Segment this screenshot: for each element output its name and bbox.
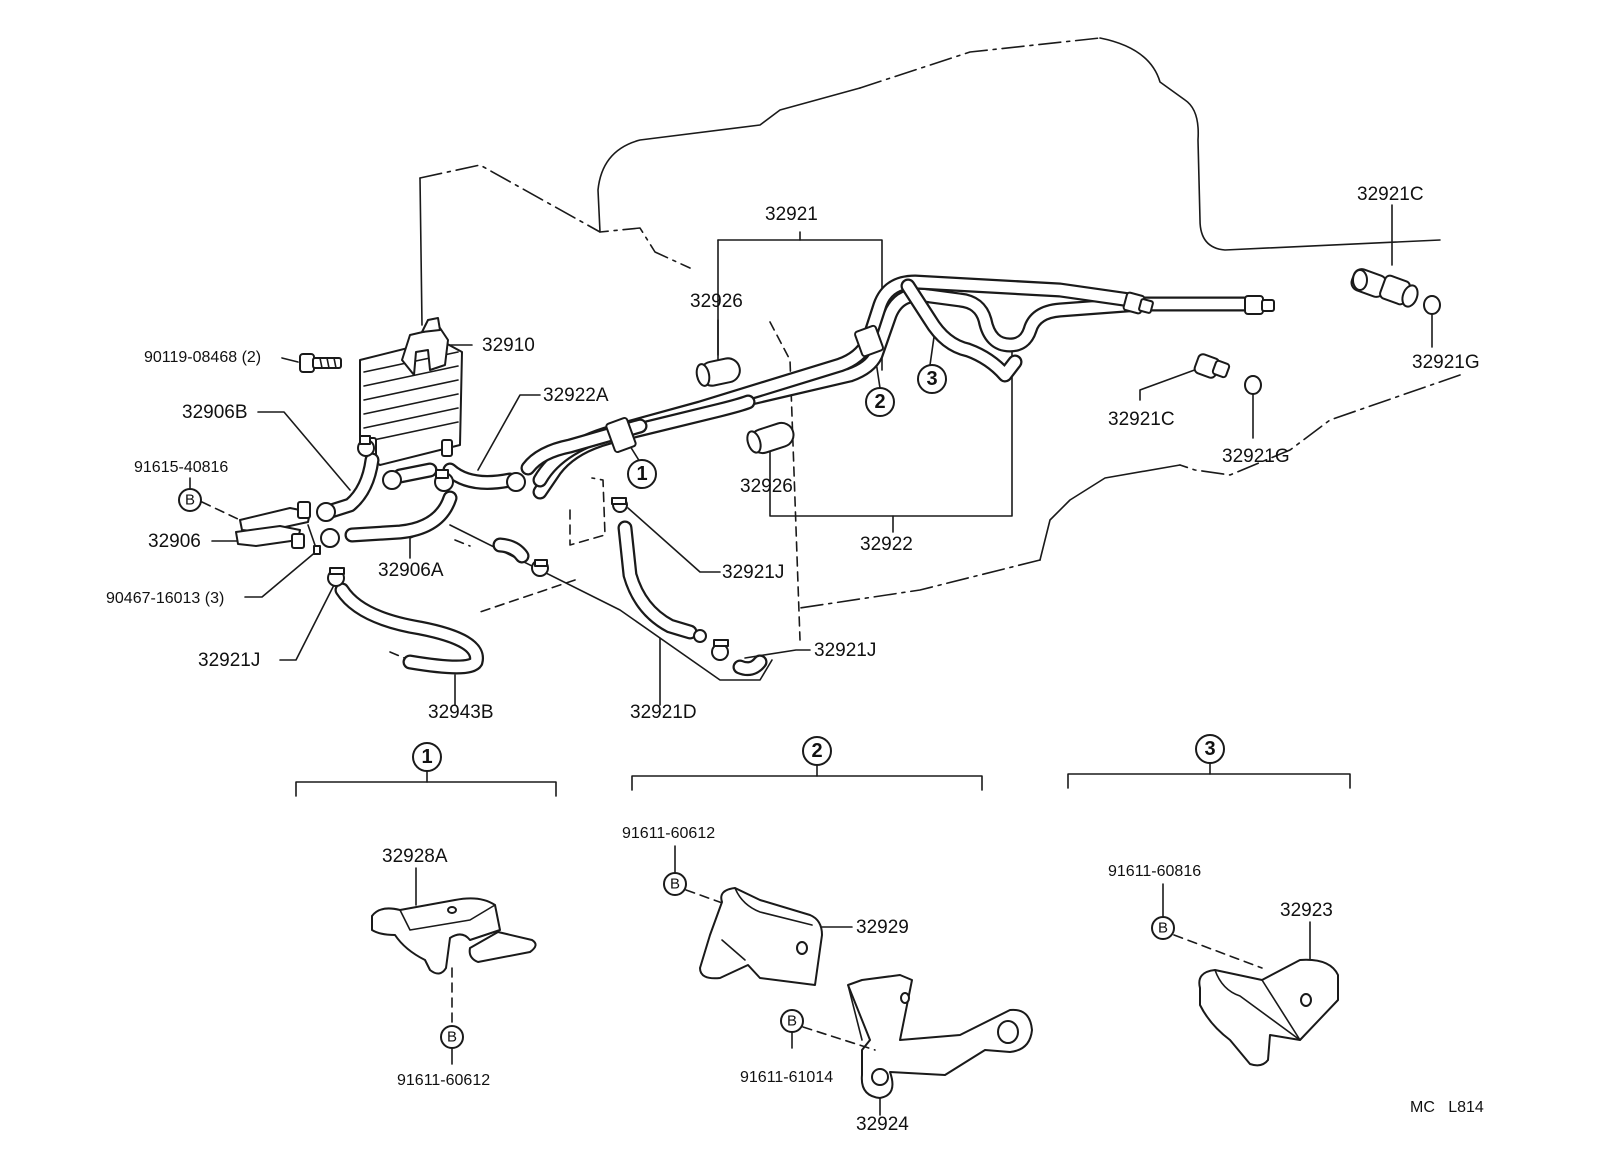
label-32921c-mid: 32921C bbox=[1108, 409, 1175, 430]
detail-2-bracket-label: 32924 bbox=[856, 1114, 909, 1135]
detail-3-bolt-label: 91611-60816 bbox=[1108, 863, 1201, 880]
label-32922: 32922 bbox=[860, 534, 913, 555]
label-32921g-mid: 32921G bbox=[1222, 446, 1290, 467]
callout-1: 1 bbox=[636, 463, 647, 485]
detail-2-id: 2 bbox=[811, 740, 822, 762]
bolt-marker-main: B bbox=[178, 488, 202, 512]
oil-cooler bbox=[299, 317, 463, 466]
detail-3: 3 91611-60816 B 32923 bbox=[1067, 734, 1351, 1067]
cooler-tubes bbox=[520, 274, 1275, 500]
label-32943b: 32943B bbox=[428, 702, 494, 723]
detail-2: 2 91611-60612 B 32929 32924 B 91611-6101… bbox=[622, 736, 1033, 1135]
label-32921c-top: 32921C bbox=[1357, 184, 1424, 205]
detail-2-bolt-top-label: 91611-60612 bbox=[622, 825, 715, 842]
detail-2-bolt-low-label: 91611-61014 bbox=[740, 1069, 833, 1086]
bolt-marker-label: B bbox=[185, 492, 195, 509]
label-32906b: 32906B bbox=[182, 402, 248, 423]
label-32910: 32910 bbox=[482, 335, 535, 356]
label-32906: 32906 bbox=[148, 531, 201, 552]
detail-2-bolt-top-marker: B bbox=[670, 876, 680, 893]
label-32921j-right: 32921J bbox=[814, 640, 876, 661]
callout-3: 3 bbox=[926, 368, 937, 390]
cooler-hoses bbox=[320, 452, 768, 677]
detail-1-bolt-label: 91611-60612 bbox=[397, 1072, 490, 1089]
detail-1-bolt-marker: B bbox=[447, 1029, 457, 1046]
reference-code: MC L814 bbox=[1410, 1099, 1484, 1116]
label-90467: 90467-16013 (3) bbox=[106, 590, 224, 607]
label-32921j-left: 32921J bbox=[198, 650, 260, 671]
label-32926-low: 32926 bbox=[740, 476, 793, 497]
detail-3-bolt-marker: B bbox=[1158, 920, 1168, 937]
label-90119: 90119-08468 (2) bbox=[144, 349, 261, 366]
detail-3-bracket-label: 32923 bbox=[1280, 900, 1333, 921]
detail-1-bracket-label: 32928A bbox=[382, 846, 448, 867]
label-32921: 32921 bbox=[765, 204, 818, 225]
label-32921d: 32921D bbox=[630, 702, 697, 723]
label-32921j-mid: 32921J bbox=[722, 562, 784, 583]
engine-outline bbox=[419, 37, 1461, 681]
label-32921g-top: 32921G bbox=[1412, 352, 1480, 373]
hoses-32926 bbox=[695, 357, 795, 455]
label-91615: 91615-40816 bbox=[134, 459, 228, 476]
fittings bbox=[1193, 268, 1441, 395]
leader-lines bbox=[189, 204, 1433, 706]
main-callouts: 1 2 3 bbox=[627, 364, 947, 489]
detail-1: 1 32928A B 91611-60612 bbox=[295, 742, 557, 1089]
main-labels: 32921 32921C 32921G 32921C 32921G 32926 … bbox=[106, 184, 1480, 723]
detail-2-clamp-label: 32929 bbox=[856, 917, 909, 938]
label-32922a: 32922A bbox=[543, 385, 609, 406]
detail-3-id: 3 bbox=[1204, 738, 1215, 760]
label-32906a: 32906A bbox=[378, 560, 444, 581]
detail-2-bolt-low-marker: B bbox=[787, 1013, 797, 1030]
callout-2: 2 bbox=[874, 391, 885, 413]
label-32926-top: 32926 bbox=[690, 291, 743, 312]
union-32906 bbox=[235, 501, 321, 555]
detail-1-id: 1 bbox=[421, 746, 432, 768]
clamps bbox=[316, 435, 729, 661]
